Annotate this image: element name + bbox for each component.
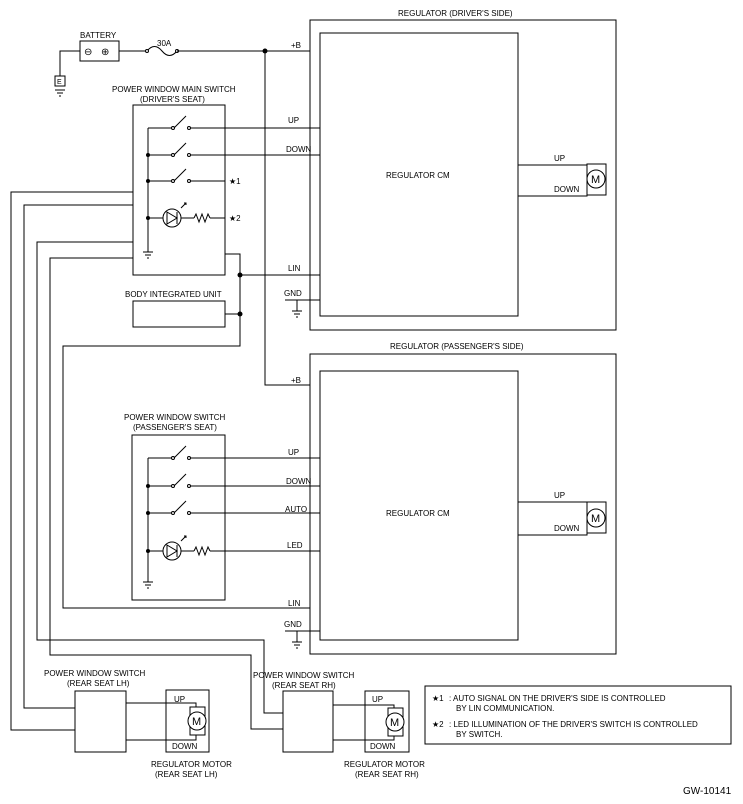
junction-dot	[146, 216, 150, 220]
note2-text-line2: BY SWITCH.	[456, 730, 503, 739]
rear-rh-switch-title-line1: POWER WINDOW SWITCH	[253, 671, 355, 680]
rear-lh-wire-1	[10, 191, 133, 731]
rear-rh-motor-symbol: M	[390, 717, 399, 729]
driver-motor-symbol: M	[591, 174, 600, 186]
passenger-switch-down-contact	[148, 473, 225, 488]
main-switch-box	[132, 104, 226, 276]
body-unit-label: BODY INTEGRATED UNIT	[125, 290, 222, 299]
rear-lh-motor-up-label: UP	[174, 695, 185, 704]
pin-down-driver: DOWN	[286, 145, 312, 154]
rear-lh-down-wire	[126, 734, 197, 741]
rear-rh-regulator-motor: M	[385, 707, 405, 737]
pin-lin-driver: LIN	[288, 264, 301, 273]
pin-up-driver: UP	[288, 116, 299, 125]
rear-rh-wire-1	[36, 241, 283, 714]
main-switch-down-contact	[148, 142, 225, 157]
main-switch-lin-wire	[225, 253, 320, 276]
battery-label: BATTERY	[80, 31, 117, 40]
regulator-driver-cm-label: REGULATOR CM	[386, 171, 450, 180]
rear-lh-motor-down-label: DOWN	[172, 742, 198, 751]
passenger-regulator-motor: M	[586, 501, 607, 534]
ground-e-symbol: E	[54, 75, 66, 97]
plusB-bus-passenger	[264, 51, 320, 386]
rear-lh-motor-title-line1: REGULATOR MOTOR	[151, 760, 232, 769]
rear-lh-motor-symbol: M	[192, 716, 201, 728]
note1-mark: ★1	[432, 694, 444, 703]
regulator-passenger-title: REGULATOR (PASSENGER'S SIDE)	[390, 342, 524, 351]
main-switch-up-contact	[148, 115, 225, 130]
lin-bus-passenger-wire	[62, 275, 320, 609]
rear-rh-switch-box	[282, 690, 334, 753]
main-switch-note1-marker: ★1	[229, 177, 241, 186]
battery-minus-terminal: ⊖	[84, 47, 92, 58]
junction-dot	[146, 484, 150, 488]
driver-regulator-ground-icon	[292, 310, 302, 318]
junction-dot	[146, 549, 150, 553]
driver-motor-down-label: DOWN	[554, 185, 580, 194]
note1-text-line1: : AUTO SIGNAL ON THE DRIVER'S SIDE IS CO…	[449, 694, 666, 703]
main-switch-title-line1: POWER WINDOW MAIN SWITCH	[112, 85, 236, 94]
junction-dot	[146, 153, 150, 157]
body-integrated-unit-box	[132, 300, 226, 328]
pin-gnd-passenger: GND	[284, 620, 302, 629]
main-switch-title-line2: (DRIVER'S SEAT)	[140, 95, 205, 104]
junction-dot	[146, 179, 150, 183]
passenger-motor-down-label: DOWN	[554, 524, 580, 533]
pin-up-passenger: UP	[288, 448, 299, 457]
regulator-driver-title: REGULATOR (DRIVER'S SIDE)	[398, 9, 513, 18]
rear-lh-up-wire	[126, 702, 197, 708]
passenger-switch-auto-contact	[148, 500, 225, 515]
main-switch-auto-contact	[148, 168, 225, 183]
passenger-motor-symbol: M	[591, 513, 600, 525]
main-switch-led	[148, 202, 225, 228]
regulator-driver-cm-box	[319, 32, 519, 317]
figure-id: GW-10141	[683, 786, 732, 797]
rear-rh-wire-2	[49, 257, 283, 730]
battery-ground-wire	[59, 50, 80, 76]
rear-rh-motor-up-label: UP	[372, 695, 383, 704]
driver-motor-up-label: UP	[554, 154, 565, 163]
driver-regulator-motor: M	[586, 163, 607, 196]
passenger-switch-box	[131, 434, 226, 601]
pin-auto-passenger: AUTO	[285, 505, 307, 514]
passenger-motor-up-label: UP	[554, 491, 565, 500]
regulator-passenger-cm-box	[319, 370, 519, 641]
rear-rh-switch-title-line2: (REAR SEAT RH)	[272, 681, 336, 690]
pin-led-passenger: LED	[287, 541, 303, 550]
fuse-label: 30A	[157, 39, 172, 48]
note2-mark: ★2	[432, 720, 444, 729]
rear-rh-motor-title-line2: (REAR SEAT RH)	[355, 770, 419, 779]
rear-lh-wire-2	[23, 204, 133, 709]
fuse-30a: 30A	[145, 39, 179, 56]
rear-lh-motor-title-line2: (REAR SEAT LH)	[155, 770, 218, 779]
pin-gnd-driver: GND	[284, 289, 302, 298]
rear-rh-motor-down-label: DOWN	[370, 742, 396, 751]
rear-lh-switch-title-line1: POWER WINDOW SWITCH	[44, 669, 146, 678]
rear-rh-motor-title-line1: REGULATOR MOTOR	[344, 760, 425, 769]
battery-plus-terminal: ⊕	[101, 47, 109, 58]
rear-lh-switch-title-line2: (REAR SEAT LH)	[67, 679, 130, 688]
ground-e-label: E	[57, 79, 62, 86]
notes-box	[424, 685, 732, 745]
note1-text-line2: BY LIN COMMUNICATION.	[456, 704, 554, 713]
rear-lh-switch-box	[74, 690, 127, 753]
passenger-switch-up-contact	[148, 445, 225, 460]
main-switch-note2-marker: ★2	[229, 214, 241, 223]
passenger-regulator-ground-icon	[292, 641, 302, 649]
pin-plusB-passenger: +B	[291, 376, 301, 385]
regulator-passenger-cm-label: REGULATOR CM	[386, 509, 450, 518]
passenger-switch-ground-icon	[143, 581, 153, 589]
pin-down-passenger: DOWN	[286, 477, 312, 486]
rear-lh-regulator-motor: M	[187, 706, 207, 736]
passenger-switch-title-line2: (PASSENGER'S SEAT)	[133, 423, 217, 432]
junction-dot	[237, 311, 243, 317]
battery: BATTERY ⊖ ⊕	[79, 31, 120, 62]
junction-dot	[146, 511, 150, 515]
note2-text-line1: : LED ILLUMINATION OF THE DRIVER'S SWITC…	[449, 720, 698, 729]
pin-plusB-driver: +B	[291, 41, 301, 50]
passenger-switch-led	[148, 535, 225, 561]
passenger-switch-title-line1: POWER WINDOW SWITCH	[124, 413, 226, 422]
pin-lin-passenger: LIN	[288, 599, 301, 608]
